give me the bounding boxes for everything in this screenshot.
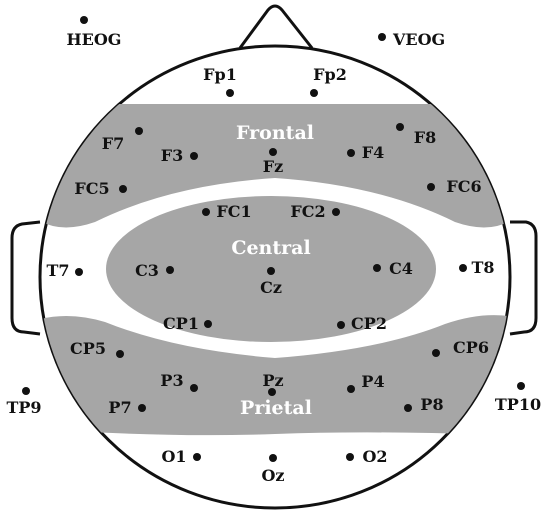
electrode-VEOG: VEOG xyxy=(378,30,445,49)
parietal-label: Prietal xyxy=(240,397,312,419)
electrode-label: Pz xyxy=(262,371,283,390)
electrode-T8: T8 xyxy=(459,258,495,277)
electrode-label: C3 xyxy=(135,261,159,280)
electrode-label: Cz xyxy=(260,278,282,297)
electrode-P8: P8 xyxy=(404,395,444,414)
electrode-label: P7 xyxy=(108,398,131,417)
electrode-label: VEOG xyxy=(392,30,445,49)
electrode-Cz: Cz xyxy=(260,267,282,297)
electrode-label: T7 xyxy=(46,261,69,280)
electrode-label: HEOG xyxy=(67,30,122,49)
electrode-label: F3 xyxy=(161,146,184,165)
electrode-O1: O1 xyxy=(161,447,201,466)
electrode-label: F8 xyxy=(414,128,437,147)
electrode-label: TP9 xyxy=(6,398,41,417)
electrode-CP2: CP2 xyxy=(337,314,387,333)
electrode-Oz: Oz xyxy=(261,454,285,485)
electrode-label: CP6 xyxy=(453,338,489,357)
electrode-FC2: FC2 xyxy=(290,202,340,221)
electrode-Fp2: Fp2 xyxy=(310,65,347,97)
electrode-label: P4 xyxy=(361,372,384,391)
electrode-Fz: Fz xyxy=(263,148,283,176)
frontal-label: Frontal xyxy=(236,122,314,144)
electrode-TP10: TP10 xyxy=(495,382,541,414)
electrode-label: TP10 xyxy=(495,395,541,414)
frontal-region xyxy=(40,104,510,228)
electrode-FC1: FC1 xyxy=(202,202,252,221)
electrode-CP1: CP1 xyxy=(163,314,212,333)
electrode-label: CP2 xyxy=(351,314,387,333)
electrode-label: FC2 xyxy=(290,202,325,221)
electrode-label: C4 xyxy=(389,259,413,278)
electrode-label: Oz xyxy=(261,466,284,485)
electrode-label: O1 xyxy=(161,447,186,466)
electrode-FC5: FC5 xyxy=(74,179,127,198)
electrode-T7: T7 xyxy=(46,261,83,280)
electrode-P3: P3 xyxy=(160,371,198,392)
central-label: Central xyxy=(231,237,310,259)
electrode-F7: F7 xyxy=(102,127,143,153)
electrode-C4: C4 xyxy=(373,259,413,278)
electrode-F4: F4 xyxy=(347,143,384,162)
electrode-label: FC6 xyxy=(446,177,481,196)
electrode-label: F7 xyxy=(102,134,125,153)
electrode-label: CP5 xyxy=(70,339,106,358)
electrode-CP6: CP6 xyxy=(432,338,489,357)
electrode-F3: F3 xyxy=(161,146,198,165)
electrode-label: Fp2 xyxy=(313,65,347,84)
electrode-label: F4 xyxy=(362,143,385,162)
electrode-label: FC5 xyxy=(74,179,109,198)
electrode-label: FC1 xyxy=(216,202,251,221)
electrode-CP5: CP5 xyxy=(70,339,124,358)
electrode-O2: O2 xyxy=(346,447,388,466)
electrode-F8: F8 xyxy=(396,123,436,147)
electrode-label: T8 xyxy=(471,258,494,277)
electrode-label: P8 xyxy=(420,395,443,414)
electrode-P4: P4 xyxy=(347,372,385,393)
electrode-label: CP1 xyxy=(163,314,199,333)
electrode-TP9: TP9 xyxy=(6,387,42,417)
electrode-HEOG: HEOG xyxy=(67,16,122,49)
electrode-label: Fp1 xyxy=(203,65,237,84)
parietal-region xyxy=(40,315,510,436)
electrode-label: P3 xyxy=(160,371,183,390)
left-ear xyxy=(10,220,41,336)
electrode-Fp1: Fp1 xyxy=(203,65,237,97)
electrode-C3: C3 xyxy=(135,261,174,280)
electrode-P7: P7 xyxy=(108,398,146,417)
electrode-label: Fz xyxy=(263,157,283,176)
electrode-label: O2 xyxy=(362,447,387,466)
electrode-Pz: Pz xyxy=(262,371,284,396)
right-ear xyxy=(509,220,538,336)
electrode-FC6: FC6 xyxy=(427,177,482,196)
nose-shape xyxy=(238,4,314,49)
